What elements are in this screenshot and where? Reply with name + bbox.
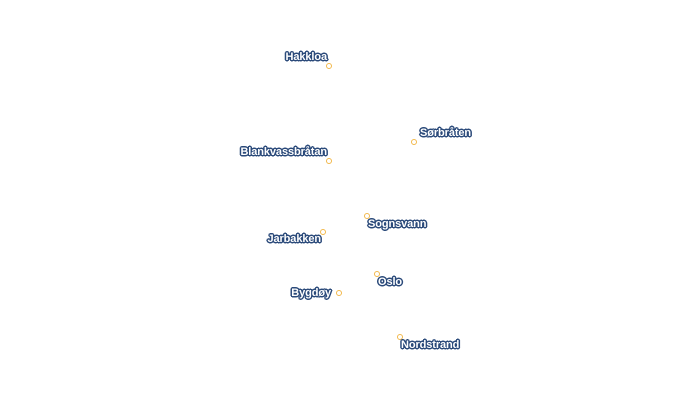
place-label: Sørbråten (420, 127, 472, 139)
place-label: Jarbakken (267, 233, 321, 245)
place-marker[interactable] (326, 158, 332, 164)
place-marker[interactable] (326, 63, 332, 69)
place-label: Blankvassbråtan (240, 146, 327, 158)
place-label: Hakkloa (285, 51, 328, 63)
place-label: Oslo (378, 276, 403, 288)
place-label: Nordstrand (401, 339, 460, 351)
place-label: Bygdøy (291, 287, 331, 299)
place-label: Sognsvann (368, 218, 427, 230)
place-marker[interactable] (397, 334, 403, 340)
place-marker[interactable] (411, 139, 417, 145)
place-marker[interactable] (364, 213, 370, 219)
place-marker[interactable] (336, 290, 342, 296)
place-marker[interactable] (320, 229, 326, 235)
place-marker[interactable] (374, 271, 380, 277)
